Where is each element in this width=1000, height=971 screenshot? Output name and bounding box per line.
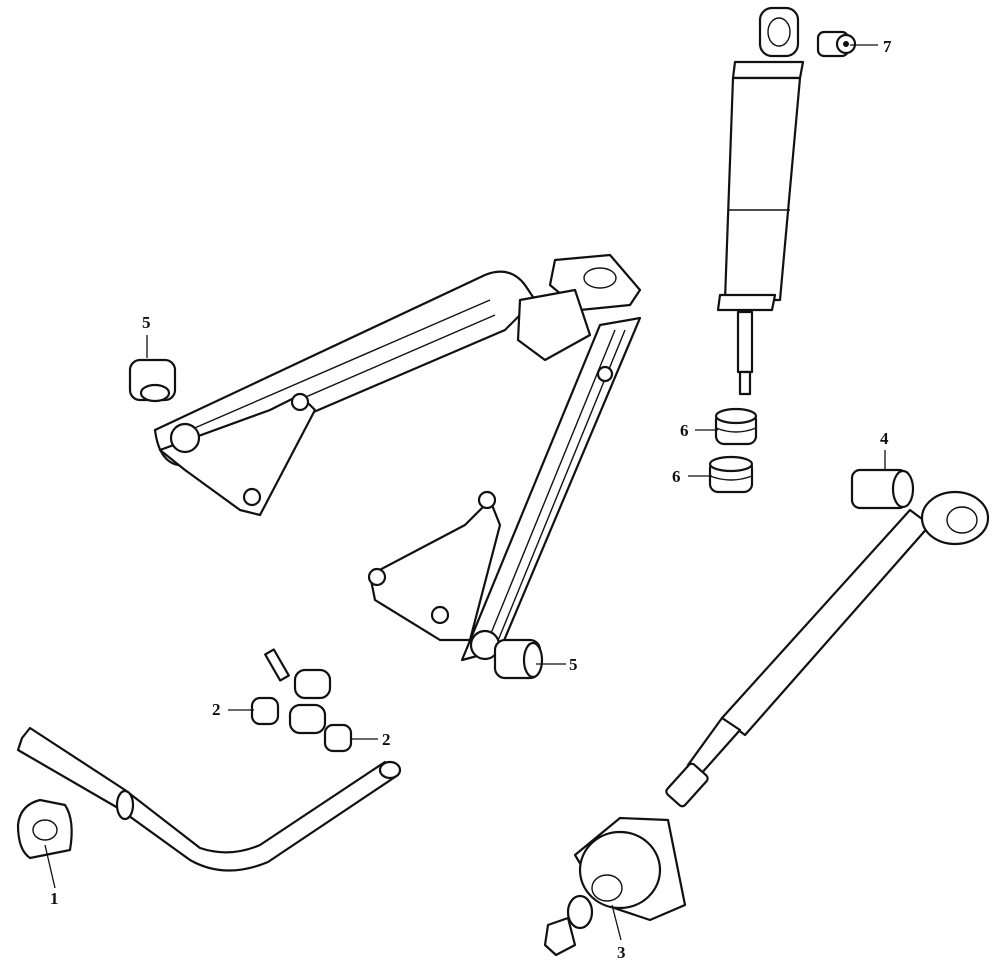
stabilizer-bush xyxy=(16,798,73,860)
tie-rod-bush xyxy=(850,468,915,510)
stabilizer-bar xyxy=(16,726,402,872)
tie-rod xyxy=(665,490,990,808)
callout-5-upper: 5 xyxy=(142,313,151,332)
callout-7: 7 xyxy=(883,37,892,56)
shock-top-bush xyxy=(816,30,857,58)
stabilizer-link xyxy=(250,648,353,753)
shock-absorber xyxy=(716,6,805,396)
callout-2-left: 2 xyxy=(212,700,221,719)
shock-bushes xyxy=(708,407,758,494)
control-arm xyxy=(153,253,642,662)
callout-2-right: 2 xyxy=(382,730,391,749)
mount-bracket xyxy=(543,816,687,957)
arm-bushes xyxy=(128,358,544,680)
callout-5-lower: 5 xyxy=(569,655,578,674)
callout-6-upper: 6 xyxy=(680,421,689,440)
callout-3: 3 xyxy=(617,943,626,962)
leader-lines xyxy=(44,44,886,941)
callout-1: 1 xyxy=(50,889,59,908)
callout-6-lower: 6 xyxy=(672,467,681,486)
callout-4: 4 xyxy=(880,429,889,448)
